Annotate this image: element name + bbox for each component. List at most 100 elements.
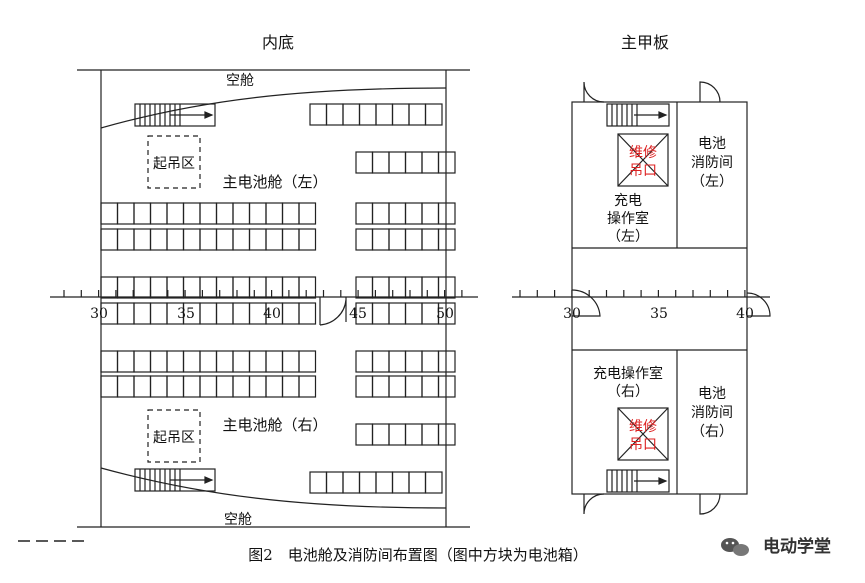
battery-box bbox=[149, 202, 168, 225]
right-lower-charging-room-line2: （右） bbox=[607, 384, 649, 400]
battery-box bbox=[265, 276, 284, 299]
battery-box bbox=[100, 228, 119, 251]
battery-box bbox=[404, 423, 423, 446]
left-frame-ticks bbox=[63, 290, 463, 297]
battery-box bbox=[215, 302, 234, 325]
battery-box bbox=[298, 228, 317, 251]
right-lower-hatch bbox=[617, 407, 669, 461]
battery-box bbox=[371, 350, 390, 373]
wechat-icon bbox=[721, 538, 749, 556]
left-top-void-label: 空舱 bbox=[226, 73, 254, 89]
battery-box bbox=[166, 202, 185, 225]
battery-box bbox=[424, 471, 443, 494]
battery-box bbox=[325, 103, 344, 126]
battery-box bbox=[199, 302, 218, 325]
battery-box bbox=[355, 423, 374, 446]
battery-box bbox=[248, 375, 267, 398]
right-upper-hatch-line2: 吊口 bbox=[629, 163, 657, 179]
battery-box bbox=[309, 471, 328, 494]
battery-box bbox=[182, 375, 201, 398]
battery-box bbox=[248, 228, 267, 251]
battery-box bbox=[116, 202, 135, 225]
battery-box bbox=[355, 202, 374, 225]
battery-box bbox=[116, 375, 135, 398]
right-upper-charging-room-line3: （左） bbox=[607, 229, 649, 245]
left-frame-50: 50 bbox=[436, 306, 454, 322]
right-panel-title: 主甲板 bbox=[621, 33, 669, 52]
battery-box bbox=[281, 202, 300, 225]
right-frame-40: 40 bbox=[736, 306, 754, 322]
battery-box bbox=[133, 202, 152, 225]
battery-box bbox=[182, 228, 201, 251]
battery-box bbox=[232, 228, 251, 251]
battery-box bbox=[437, 423, 456, 446]
battery-box bbox=[404, 375, 423, 398]
right-door-upper-left bbox=[583, 81, 605, 103]
battery-box bbox=[133, 276, 152, 299]
battery-box bbox=[388, 375, 407, 398]
battery-box bbox=[149, 302, 168, 325]
battery-box bbox=[281, 350, 300, 373]
left-lower-hoist-label: 起吊区 bbox=[153, 430, 195, 446]
battery-box bbox=[408, 103, 427, 126]
battery-box bbox=[298, 375, 317, 398]
right-upper-fire-room-line2: 消防间 bbox=[691, 155, 733, 171]
battery-box bbox=[298, 350, 317, 373]
battery-box bbox=[232, 276, 251, 299]
right-door-upper-right bbox=[699, 81, 721, 103]
battery-box bbox=[116, 302, 135, 325]
battery-box bbox=[421, 276, 440, 299]
left-frame-35: 35 bbox=[177, 306, 195, 322]
battery-box bbox=[149, 375, 168, 398]
battery-box bbox=[404, 202, 423, 225]
left-upper-compartment-label: 主电池舱（左） bbox=[222, 173, 327, 191]
left-battery-boxes bbox=[100, 103, 456, 494]
battery-box bbox=[437, 375, 456, 398]
battery-box bbox=[281, 228, 300, 251]
battery-box bbox=[248, 350, 267, 373]
right-lower-stair bbox=[606, 469, 670, 493]
battery-box bbox=[355, 151, 374, 174]
right-upper-hatch-line1: 维修 bbox=[629, 145, 657, 161]
battery-box bbox=[166, 350, 185, 373]
battery-box bbox=[133, 228, 152, 251]
left-lower-hoist-area bbox=[147, 409, 201, 463]
battery-box bbox=[215, 276, 234, 299]
battery-box bbox=[355, 228, 374, 251]
battery-box bbox=[309, 103, 328, 126]
battery-box bbox=[437, 151, 456, 174]
battery-box bbox=[133, 302, 152, 325]
right-door-lower-right bbox=[699, 493, 721, 515]
left-upper-stair bbox=[134, 103, 216, 127]
right-side-door-right bbox=[746, 292, 771, 317]
battery-box bbox=[199, 228, 218, 251]
battery-box bbox=[199, 350, 218, 373]
battery-box bbox=[182, 276, 201, 299]
left-frame-30: 30 bbox=[90, 306, 108, 322]
battery-box bbox=[133, 350, 152, 373]
battery-box bbox=[232, 375, 251, 398]
right-lower-fire-room-line3: （右） bbox=[691, 424, 733, 440]
battery-box bbox=[421, 228, 440, 251]
battery-box bbox=[388, 202, 407, 225]
right-door-lower-left bbox=[583, 493, 605, 515]
battery-box bbox=[371, 423, 390, 446]
battery-box bbox=[265, 228, 284, 251]
right-lower-hatch-line2: 吊口 bbox=[629, 437, 657, 453]
battery-box bbox=[100, 202, 119, 225]
right-lower-fire-room-line2: 消防间 bbox=[691, 405, 733, 421]
battery-box bbox=[391, 471, 410, 494]
right-panel: 主甲板 bbox=[512, 33, 771, 515]
battery-box bbox=[182, 350, 201, 373]
right-upper-hatch bbox=[617, 133, 669, 187]
battery-box bbox=[421, 350, 440, 373]
battery-box bbox=[166, 375, 185, 398]
battery-box bbox=[421, 151, 440, 174]
battery-box bbox=[215, 350, 234, 373]
battery-box bbox=[388, 350, 407, 373]
battery-box bbox=[232, 202, 251, 225]
battery-box bbox=[199, 375, 218, 398]
battery-box bbox=[166, 228, 185, 251]
right-upper-fire-room-line3: （左） bbox=[691, 174, 733, 190]
battery-box bbox=[388, 276, 407, 299]
